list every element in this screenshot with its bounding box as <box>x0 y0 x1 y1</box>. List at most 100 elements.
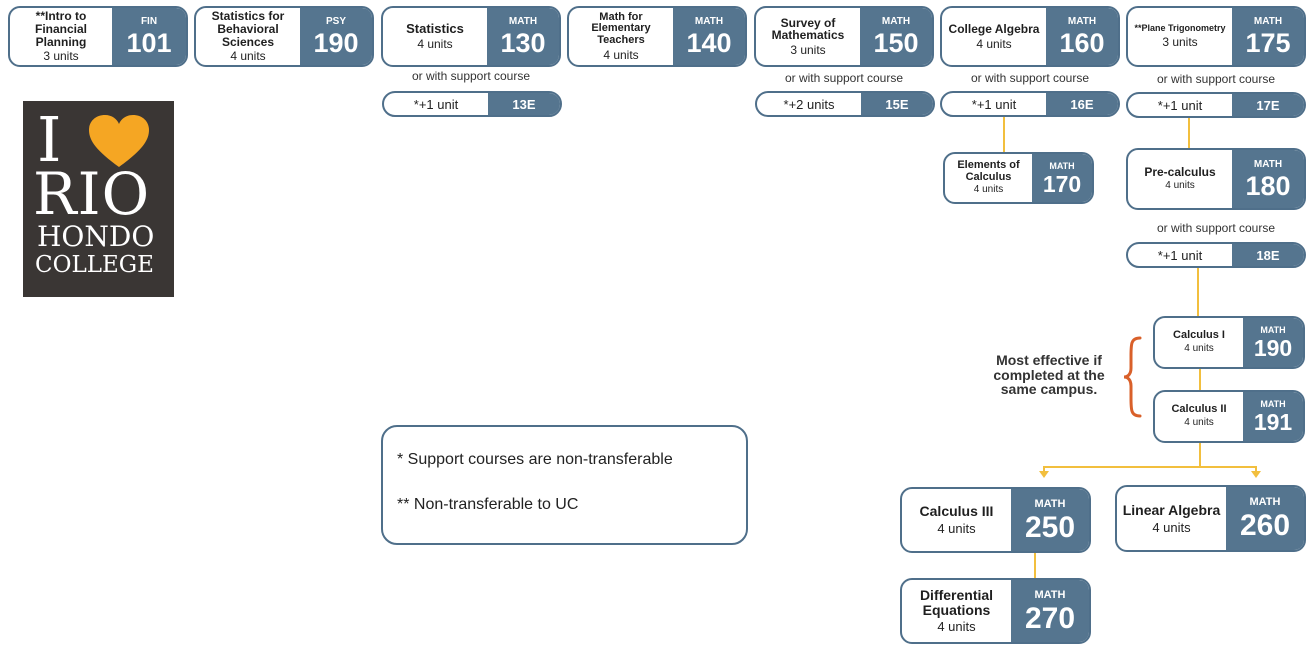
course-title: College Algebra <box>948 21 1040 36</box>
course-units: 4 units <box>1152 519 1191 535</box>
course-number: 191 <box>1253 409 1293 435</box>
or-support-text: or with support course <box>411 69 531 83</box>
support-course-13e: *+1 unit 13E <box>382 91 562 117</box>
logo-hondo: HONDO <box>37 220 155 253</box>
course-units: 4 units <box>417 37 453 52</box>
course-title: Linear Algebra <box>1122 501 1221 518</box>
support-units: *+2 units <box>783 96 835 112</box>
logo-rio: RIO <box>33 160 151 228</box>
course-title: Survey of Mathematics <box>771 15 845 43</box>
course-number: 190 <box>313 28 359 58</box>
course-units: 4 units <box>937 619 976 635</box>
support-code: 17E <box>1232 94 1304 116</box>
course-dept: MATH <box>508 16 538 27</box>
connector-line <box>1197 268 1199 316</box>
course-number: 270 <box>1024 601 1076 635</box>
footnotes-box: * Support courses are non-transferable *… <box>381 425 748 545</box>
course-number: 170 <box>1042 170 1082 197</box>
course-title: Statistics <box>406 21 464 37</box>
course-dept: MATH <box>1260 325 1286 335</box>
or-support-text: or with support course <box>784 71 904 85</box>
support-course-17e: *+1 unit 17E <box>1126 92 1306 118</box>
course-dept: MATH <box>881 16 911 27</box>
logo-college: COLLEGE <box>35 252 154 278</box>
course-number: 175 <box>1245 28 1291 58</box>
course-number: 140 <box>686 28 732 58</box>
course-number: 130 <box>500 28 546 58</box>
support-course-15e: *+2 units 15E <box>755 91 935 117</box>
course-dept: PSY <box>325 16 346 27</box>
course-number: 160 <box>1059 28 1105 58</box>
course-number: 180 <box>1245 170 1291 201</box>
arrow-down-icon <box>1039 471 1049 478</box>
connector-line <box>1003 117 1005 152</box>
course-units: 4 units <box>603 47 639 62</box>
course-dept: MATH <box>1034 588 1066 601</box>
course-title: Calculus III <box>919 503 994 520</box>
support-code: 16E <box>1046 93 1118 115</box>
course-title: Calculus II <box>1171 403 1227 416</box>
course-units: 4 units <box>1165 180 1195 192</box>
course-dept: MATH <box>1049 160 1075 171</box>
course-units: 3 units <box>790 42 826 57</box>
course-title: Pre-calculus <box>1144 165 1216 180</box>
or-support-text: or with support course <box>1156 221 1276 235</box>
course-title: **Intro to Financial Planning <box>34 9 87 49</box>
course-number: 150 <box>873 28 919 58</box>
connector-line <box>1043 466 1257 468</box>
course-title: **Plane Trigonometry <box>1134 23 1226 34</box>
course-dept: MATH <box>1253 16 1283 27</box>
same-campus-note: Most effective if completed at the same … <box>993 352 1105 398</box>
course-dept: MATH <box>1249 496 1281 508</box>
support-units: *+1 unit <box>1157 97 1203 113</box>
arrow-down-icon <box>1251 471 1261 478</box>
support-units: *+1 unit <box>1157 247 1203 263</box>
footnote-uc: ** Non-transferable to UC <box>397 496 579 513</box>
course-dept: MATH <box>1067 16 1097 27</box>
course-dept: MATH <box>694 16 724 27</box>
footnote-support: * Support courses are non-transferable <box>397 451 673 468</box>
connector-line <box>1199 369 1201 390</box>
course-units: 4 units <box>230 49 266 64</box>
connector-line <box>1255 466 1257 471</box>
connector-line <box>1034 553 1036 578</box>
support-units: *+1 unit <box>413 96 459 112</box>
course-title: Differential Equations <box>919 586 994 618</box>
course-units: 4 units <box>973 184 1004 196</box>
rio-hondo-college-logo: I RIO HONDO COLLEGE <box>23 101 174 297</box>
curly-brace-icon <box>1123 336 1142 418</box>
course-units: 4 units <box>1184 417 1214 429</box>
support-course-18e: *+1 unit 18E <box>1126 242 1306 268</box>
connector-line <box>1199 443 1201 467</box>
course-units: 4 units <box>1184 343 1214 355</box>
course-units: 4 units <box>976 36 1012 51</box>
connector-line <box>1043 466 1045 471</box>
course-number: 190 <box>1253 335 1293 361</box>
course-number: 260 <box>1239 509 1291 542</box>
course-title: Statistics for Behavioral Sciences <box>211 9 285 49</box>
course-units: 3 units <box>43 49 79 64</box>
logo-i: I <box>37 103 62 176</box>
course-dept: MATH <box>1034 497 1066 510</box>
course-dept: MATH <box>1253 158 1283 170</box>
heart-icon <box>89 115 149 167</box>
course-title: Math for Elementary Teachers <box>591 10 651 46</box>
course-dept: MATH <box>1260 399 1286 409</box>
course-units: 3 units <box>1162 34 1198 49</box>
course-number: 250 <box>1024 510 1076 544</box>
support-code: 15E <box>861 93 933 115</box>
support-code: 13E <box>488 93 560 115</box>
course-number: 101 <box>126 28 172 58</box>
support-code: 18E <box>1232 244 1304 266</box>
